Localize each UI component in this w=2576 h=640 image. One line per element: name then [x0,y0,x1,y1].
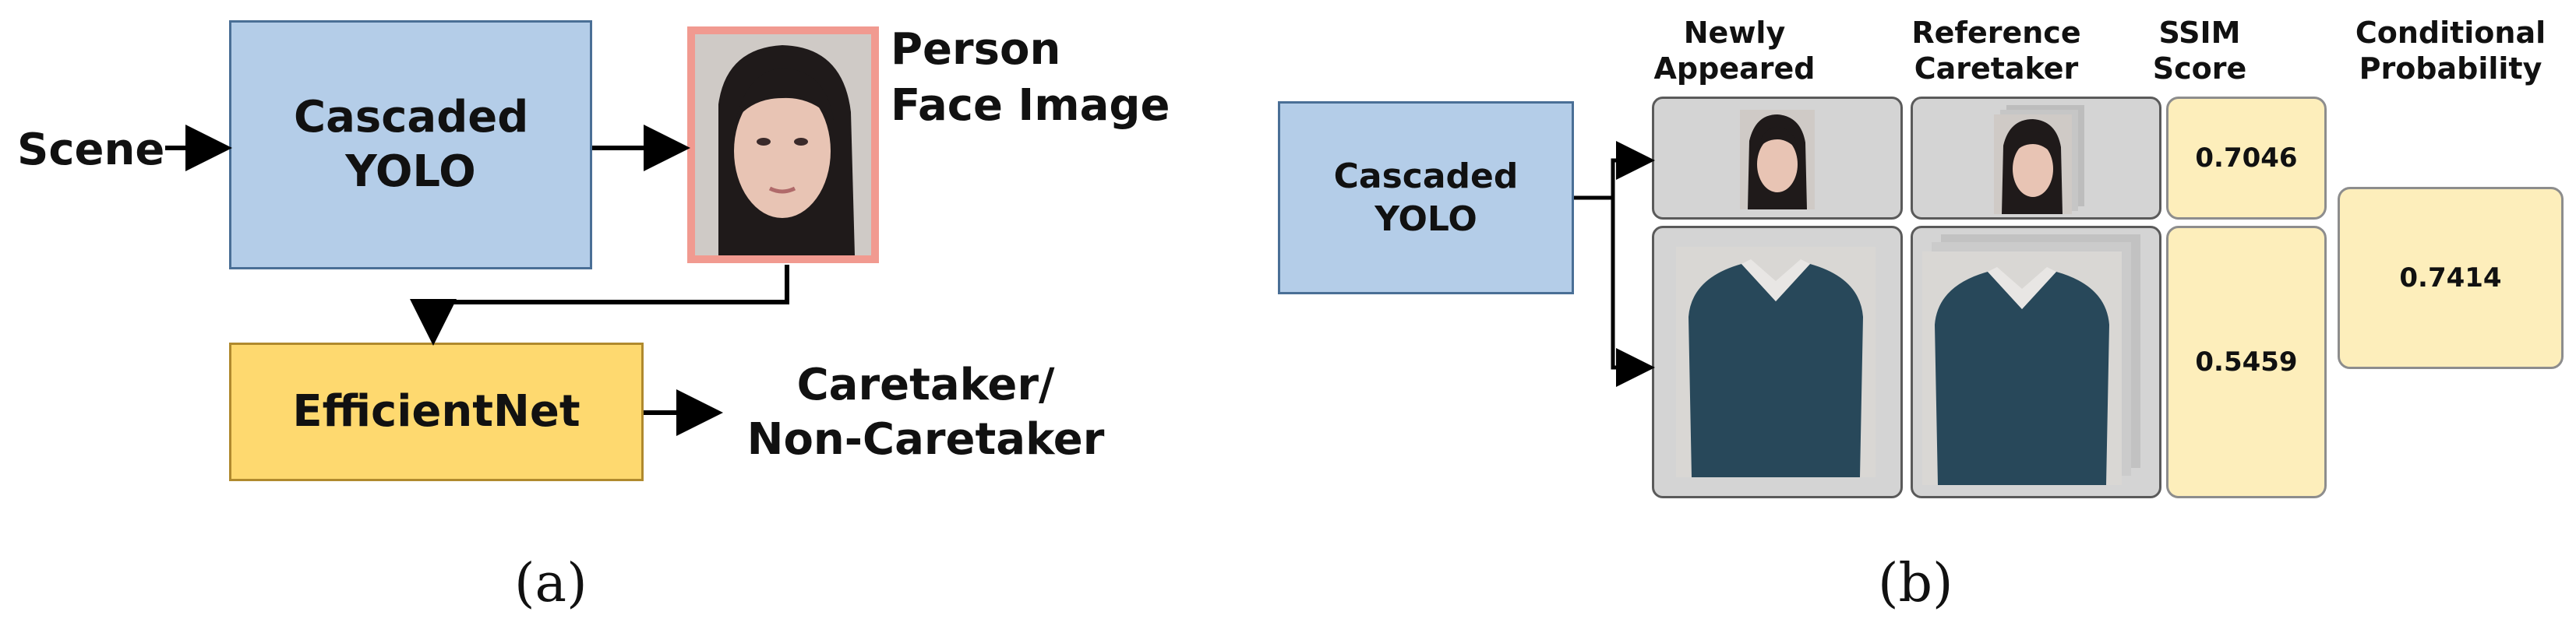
reference-caretaker-face-image [1994,105,2084,214]
conditional-probability-panel: 0.7414 [2338,187,2564,369]
caption-a: (a) [514,553,588,614]
reference-caretaker-body-image [1922,234,2140,485]
ssim-score-face: 0.7046 [2195,142,2298,174]
scene-label: Scene [17,125,165,175]
cascaded-yolo-box-b: Cascaded YOLO [1278,101,1574,294]
reference-caretaker-face-panel [1911,97,2161,220]
reference-caretaker-body-panel [1911,226,2161,498]
newly-appeared-face-image [1740,110,1815,209]
person-face-image [687,26,879,263]
efficientnet-label: EfficientNet [292,386,580,437]
cascaded-yolo-label-a: Cascaded YOLO [294,92,529,197]
ssim-score-body: 0.5459 [2195,346,2298,378]
efficientnet-box: EfficientNet [229,343,644,481]
header-newly-appeared: Newly Appeared [1653,16,1816,86]
newly-appeared-body-panel [1652,226,1903,498]
caretaker-output-label: Caretaker/ Non-Caretaker [746,360,1105,465]
caption-b: (b) [1878,553,1953,614]
arrow-face-to-efficientnet [410,265,789,346]
arrow-yolo-b-to-body [1611,198,1655,387]
arrow-yolo-b-to-face [1611,141,1655,198]
person-face-image-label: Person Face Image [891,24,1170,131]
header-ssim-score: SSIM Score [2152,16,2247,86]
ssim-score-face-panel: 0.7046 [2166,97,2327,220]
newly-appeared-face-panel [1652,97,1903,220]
conditional-probability-value: 0.7414 [2399,262,2502,294]
header-reference-caretaker: Reference Caretaker [1911,16,2081,86]
ssim-score-body-panel: 0.5459 [2166,226,2327,498]
cascaded-yolo-box-a: Cascaded YOLO [229,20,592,269]
cascaded-yolo-label-b: Cascaded YOLO [1333,156,1519,239]
newly-appeared-body-image [1676,247,1876,477]
header-conditional-probability: Conditional Probability [2355,16,2546,86]
